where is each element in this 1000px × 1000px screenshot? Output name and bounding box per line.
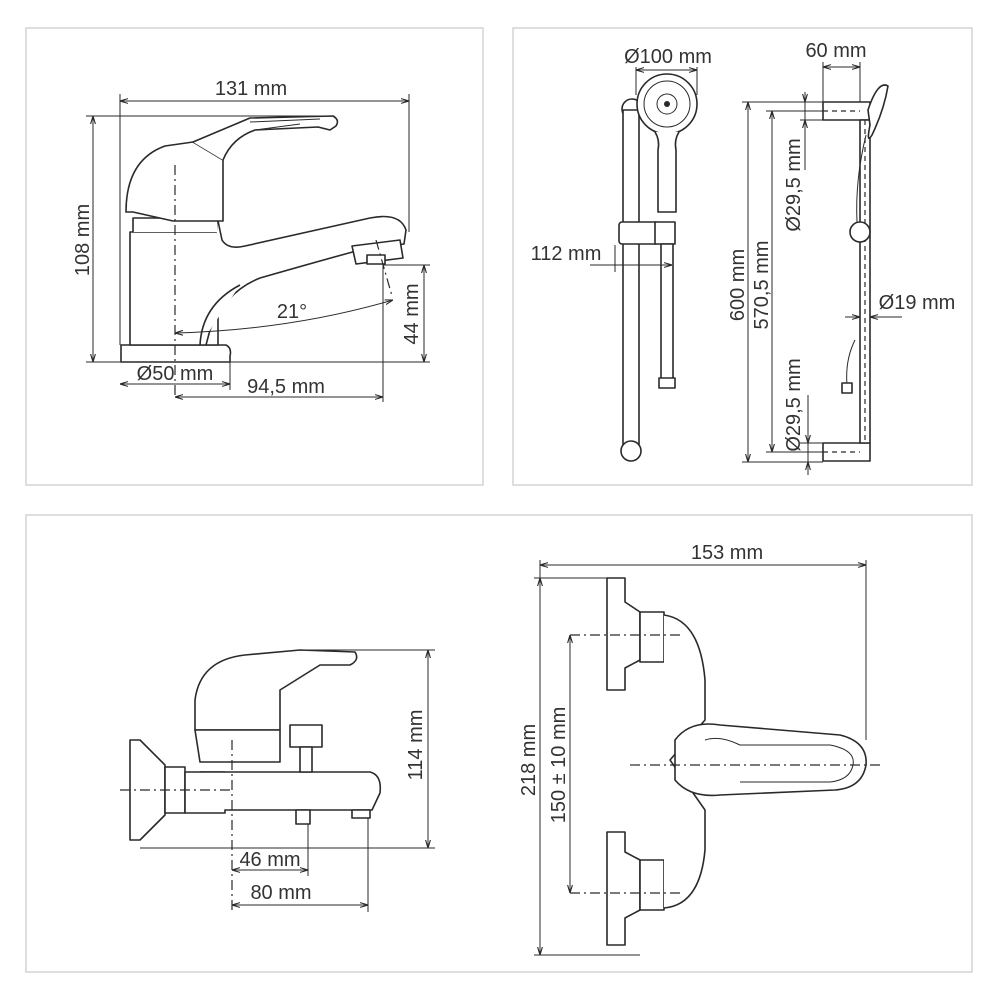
shower-front-view xyxy=(618,73,698,462)
total-height-label: 218 mm xyxy=(518,724,540,796)
bottom-bracket-diameter-label: Ø29,5 mm xyxy=(783,358,805,451)
spout-reach-label: 94,5 mm xyxy=(247,376,325,398)
head-diameter-label: Ø100 mm xyxy=(624,46,712,68)
spout-offset-label: 80 mm xyxy=(250,882,311,904)
base-diameter-label: Ø50 mm xyxy=(137,363,214,385)
basin-width-label: 131 mm xyxy=(215,78,287,100)
spout-angle-label: 21° xyxy=(277,301,307,323)
rail-length-label: 600 mm xyxy=(727,249,749,321)
center-distance-label: 150 ± 10 mm xyxy=(548,707,570,824)
rail-diameter-label: Ø19 mm xyxy=(879,292,956,314)
mount-spacing-label: 570,5 mm xyxy=(751,241,773,330)
shower-set-panel: Ø100 mm 112 mm 60 mm 600 mm 570,5 mm xyxy=(512,27,973,486)
basin-mixer-panel: 131 mm 108 mm 44 mm Ø50 mm 94,5 mm 21° xyxy=(25,27,484,486)
bath-width-label: 153 mm xyxy=(691,542,763,564)
shower-side-view xyxy=(822,84,889,462)
bracket-depth-label: 60 mm xyxy=(805,40,866,62)
basin-height-label: 108 mm xyxy=(72,204,94,276)
bath-mixer-side-view xyxy=(120,649,382,910)
diverter-offset-label: 46 mm xyxy=(239,849,300,871)
top-bracket-diameter-label: Ø29,5 mm xyxy=(783,138,805,231)
spout-height-label: 44 mm xyxy=(401,283,423,344)
bath-mixer-top-view xyxy=(570,577,880,946)
bath-height-label: 114 mm xyxy=(405,710,427,781)
bath-mixer-panel: 114 mm 46 mm 80 mm 153 mm 218 mm 150 ± 1… xyxy=(25,514,973,973)
holder-offset-label: 112 mm xyxy=(531,243,602,265)
